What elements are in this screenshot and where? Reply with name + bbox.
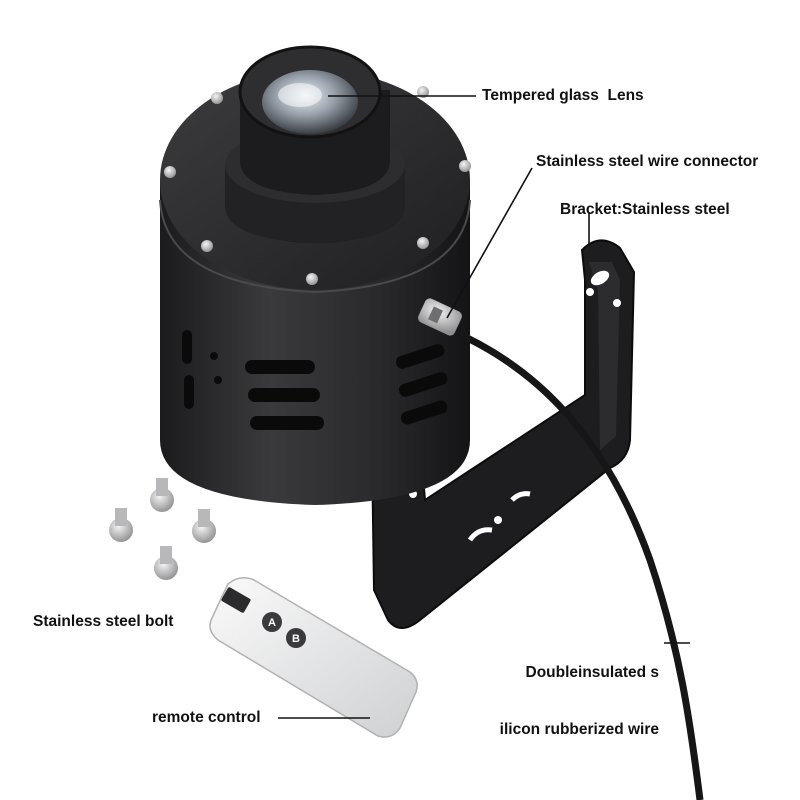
label-remote-control: remote control: [152, 709, 261, 726]
label-wire: Doubleinsulated s ilicon rubberized wire: [495, 625, 659, 777]
bolt: [192, 509, 216, 543]
projector-housing: [159, 70, 471, 505]
bolts: [109, 478, 216, 580]
label-wire-connector: Stainless steel wire connector: [536, 153, 759, 170]
bolt: [109, 508, 133, 542]
label-bolt: Stainless steel bolt: [33, 613, 174, 630]
bolt: [150, 478, 174, 512]
bolt: [154, 546, 178, 580]
label-bracket: Bracket:Stainless steel: [560, 201, 730, 218]
remote-control: A B: [209, 577, 418, 738]
leader-line-connector: [446, 167, 533, 319]
remote-button-a: A: [268, 617, 276, 629]
lens-assembly: [225, 45, 405, 243]
label-wire-line-1: Doubleinsulated s: [525, 664, 660, 681]
remote-button-b: B: [292, 633, 300, 645]
wire-connector: [418, 298, 704, 800]
leader-lines: [278, 95, 690, 719]
label-tempered-glass-lens: Tempered glass Lens: [482, 87, 644, 104]
label-wire-line-2: ilicon rubberized wire: [499, 721, 659, 738]
